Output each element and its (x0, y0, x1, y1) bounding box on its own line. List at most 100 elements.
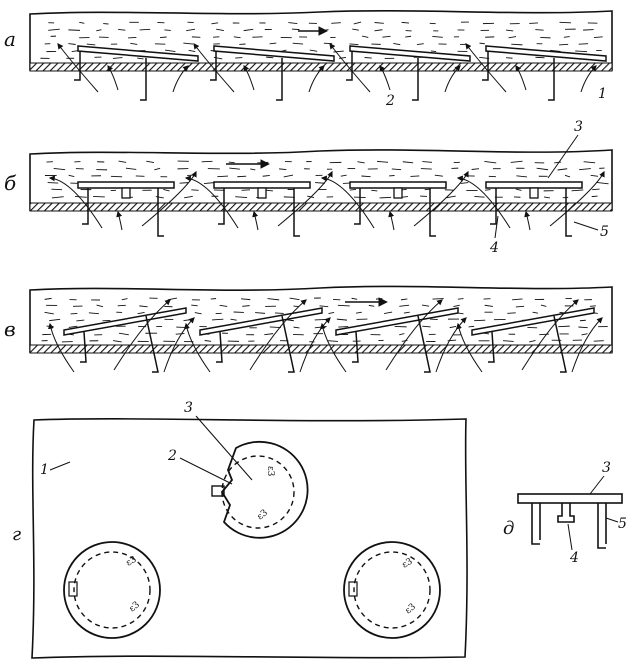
liquid-dash (110, 175, 123, 178)
liquid-dash (430, 50, 437, 53)
liquid-dash (479, 42, 485, 45)
liquid-dash (592, 188, 600, 191)
liquid-dash (194, 312, 202, 315)
vapour-stream (141, 170, 197, 227)
liquid-dash (503, 340, 514, 342)
liquid-dash (460, 182, 469, 184)
liquid-dash (230, 318, 237, 321)
valve-leg (429, 188, 436, 237)
liquid-dash (323, 42, 333, 45)
valve-leg (490, 188, 497, 225)
valve-leg (157, 188, 164, 237)
liquid-dash (558, 325, 570, 328)
svg-text:ε3: ε3 (256, 508, 271, 523)
liquid-dash (243, 28, 254, 32)
liquid-dash (184, 195, 193, 199)
liquid-dash (508, 36, 517, 39)
liquid-dash (229, 167, 240, 170)
svg-text:ε3: ε3 (404, 602, 419, 617)
liquid-dash (361, 175, 371, 178)
vapour-stream (320, 175, 375, 229)
liquid-dash (88, 312, 99, 315)
liquid-dash (557, 168, 568, 171)
liquid-dash (591, 195, 598, 198)
liquid-dash (543, 196, 550, 199)
valve-plate (77, 45, 199, 62)
liquid-dash (319, 305, 329, 308)
liquid-dash (183, 42, 194, 45)
liquid-dash (51, 188, 62, 191)
valves-tilted-c (48, 299, 603, 373)
liquid-dash (336, 318, 348, 321)
liquid-dash (539, 333, 550, 336)
callout-2-d: 2 (167, 448, 177, 464)
liquid-dash (516, 175, 528, 178)
leader-5-e (605, 517, 619, 523)
valve-plate (63, 307, 187, 336)
liquid-dash (44, 311, 54, 315)
liquid-dash (154, 167, 161, 171)
vapour-stream (107, 64, 119, 91)
liquid-dash (559, 43, 569, 46)
liquid-dash (333, 50, 344, 53)
liquid-dash (371, 189, 378, 192)
liquid-dash (339, 57, 346, 59)
liquid-dash (351, 297, 358, 300)
liquid-dash (314, 318, 327, 321)
liquid-dash (328, 311, 335, 315)
callout-4-e: 4 (569, 550, 579, 566)
vapour-stream (515, 64, 527, 91)
vapour-stream (113, 299, 171, 371)
liquid-dash (353, 21, 362, 25)
liquid-dash (188, 49, 196, 52)
callout-2-a: 2 (385, 93, 395, 109)
liquid-dash (51, 196, 64, 199)
liquid-dash (393, 42, 401, 46)
liquid-dash (505, 29, 514, 32)
valve-plate (349, 181, 447, 189)
vapour-stream (413, 170, 469, 227)
leader-3-d (195, 415, 253, 481)
liquid-dash (179, 182, 189, 184)
liquid-dash (314, 326, 327, 329)
liquid-dash (264, 333, 274, 336)
valve-leg (216, 331, 223, 363)
liquid-dash (76, 319, 85, 322)
svg-text:ε3: ε3 (265, 466, 275, 477)
liquid-dash (453, 304, 460, 308)
liquid-dash (217, 175, 229, 178)
liquid-dash (474, 319, 486, 322)
tray-plate-c (29, 344, 613, 354)
svg-text:ε3: ε3 (128, 600, 143, 615)
liquid-dash (130, 42, 138, 45)
vapour-stream (549, 170, 605, 227)
liquid-dash (434, 174, 443, 177)
leader-2-d (179, 457, 233, 485)
liquid-dash (204, 340, 212, 342)
liquid-dash (288, 22, 298, 25)
vapour-stream (57, 43, 99, 93)
liquid-dash (146, 160, 155, 163)
liquid-dash (403, 311, 410, 314)
liquid-dash (165, 49, 176, 53)
liquid-dash (211, 318, 224, 321)
vapour-stream (277, 170, 333, 227)
liquid-dash (291, 28, 300, 31)
liquid-dash (68, 174, 75, 177)
liquid-dash (53, 167, 66, 171)
liquid-dash (400, 298, 408, 301)
liquid-dash (593, 36, 603, 38)
liquid-dash (167, 297, 178, 301)
liquid-dash (515, 305, 525, 308)
valve-detail-side-view (517, 493, 623, 549)
vapour-stream (249, 299, 307, 371)
vapour-stream (571, 317, 603, 373)
liquid-dash (125, 167, 137, 170)
tray-sheet-top-view (31, 418, 468, 659)
liquid-dash (583, 161, 596, 164)
callout-5-e: 5 (618, 516, 627, 532)
valve-leg (293, 188, 300, 237)
liquid-dash (74, 196, 87, 198)
liquid-dash (564, 174, 571, 178)
liquid-dash (432, 35, 443, 38)
